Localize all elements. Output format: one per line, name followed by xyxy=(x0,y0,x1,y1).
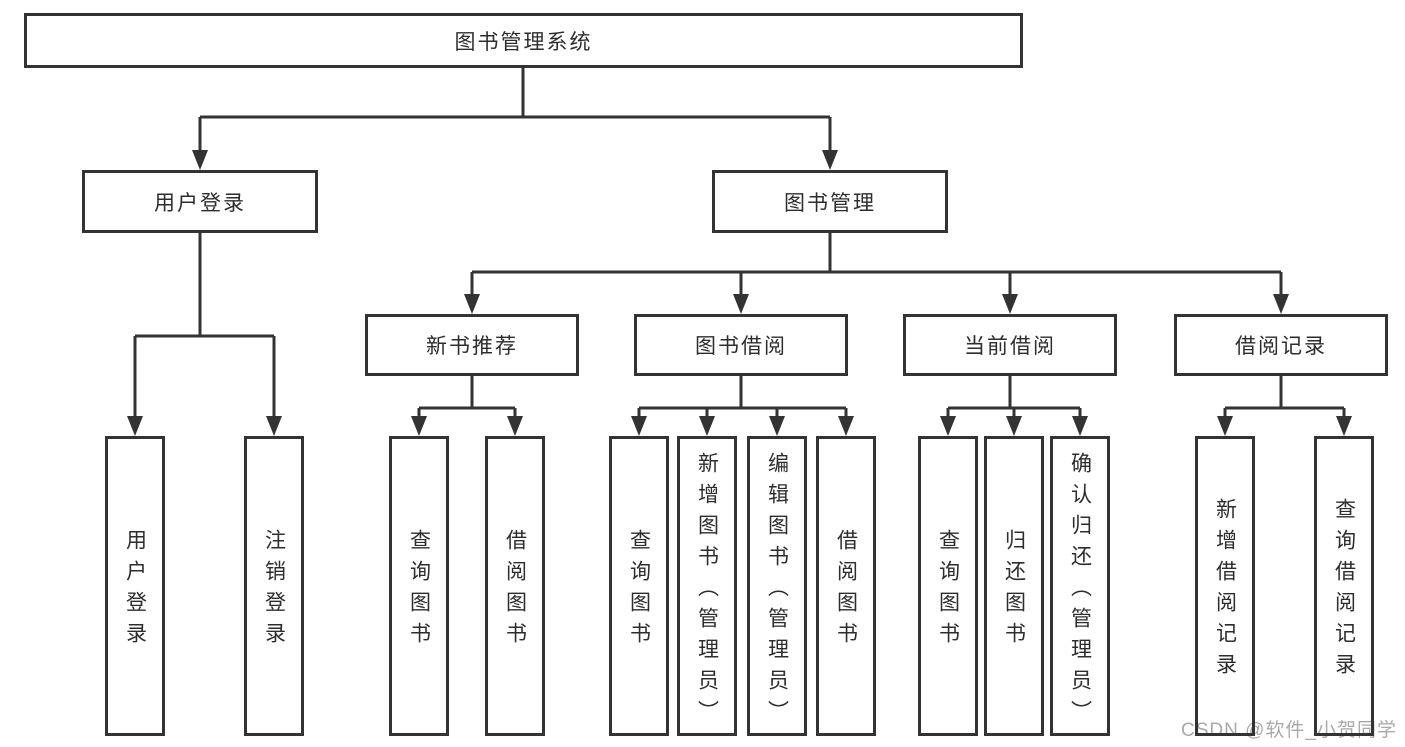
csdn-watermark: CSDN @软件_小贺同学 xyxy=(1181,720,1397,741)
leaf-return-books: 归还图书 xyxy=(984,436,1044,736)
connector-book-borrow-children xyxy=(637,376,848,418)
node-user-login: 用户登录 xyxy=(82,170,318,233)
leaf-add-borrow-record: 新增借阅记录 xyxy=(1195,436,1255,736)
node-library-management-system: 图书管理系统 xyxy=(24,13,1023,68)
leaf-borrow-books-recommend: 借阅图书 xyxy=(485,436,545,736)
leaf-query-books-current: 查询图书 xyxy=(918,436,978,736)
connector-current-borrow-children xyxy=(946,376,1082,418)
leaf-query-borrow-record: 查询借阅记录 xyxy=(1314,436,1374,736)
leaf-query-books-borrow: 查询图书 xyxy=(609,436,669,736)
leaf-confirm-return-admin: 确认归还（管理员） xyxy=(1050,436,1110,736)
leaf-add-books-admin: 新增图书（管理员） xyxy=(677,436,737,736)
connector-book-management-children xyxy=(470,233,1283,296)
node-book-management: 图书管理 xyxy=(712,170,948,233)
leaf-borrow-books: 借阅图书 xyxy=(816,436,876,736)
connector-root-to-level2 xyxy=(198,68,832,152)
leaf-logout-login: 注销登录 xyxy=(244,436,304,736)
node-current-borrowing: 当前借阅 xyxy=(903,314,1117,376)
node-book-borrowing: 图书借阅 xyxy=(634,314,848,376)
connector-borrow-records-children xyxy=(1223,376,1346,418)
node-borrowing-records: 借阅记录 xyxy=(1174,314,1388,376)
connector-new-book-children xyxy=(417,376,517,418)
leaf-query-books-recommend: 查询图书 xyxy=(389,436,449,736)
leaf-edit-books-admin: 编辑图书（管理员） xyxy=(747,436,807,736)
node-new-book-recommendation: 新书推荐 xyxy=(365,314,579,376)
leaf-user-login: 用户登录 xyxy=(105,436,165,736)
connector-user-login-children xyxy=(133,233,276,418)
